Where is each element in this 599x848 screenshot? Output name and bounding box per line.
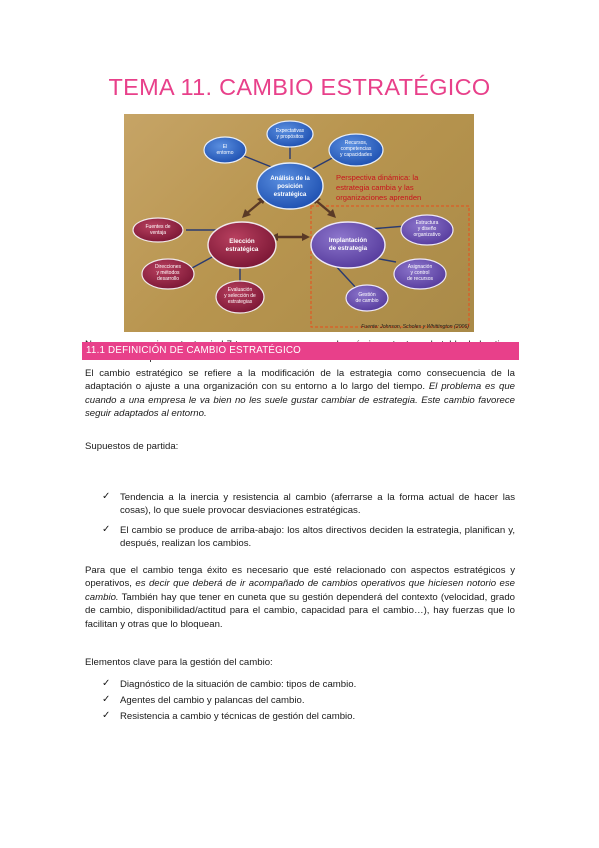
check-icon: ✓	[102, 710, 111, 721]
dynamic-perspective-frame	[310, 205, 470, 328]
connector-lines	[186, 144, 407, 291]
svg-text:Estructura: Estructura	[416, 220, 439, 226]
node-analisis	[256, 162, 324, 210]
svg-text:Gestión: Gestión	[358, 292, 375, 298]
strategy-diagram-svg: Expectativas y propósitos El entorno Rec…	[132, 120, 470, 330]
svg-text:Evaluación: Evaluación	[228, 287, 253, 293]
supuestos-label: Supuestos de partida:	[85, 441, 179, 452]
perspective-note: Perspectiva dinámica: la estrategia camb…	[336, 173, 421, 202]
svg-text:y capacidades: y capacidades	[340, 152, 372, 158]
svg-text:organizaciones aprenden: organizaciones aprenden	[336, 193, 421, 202]
success-text-1: Para que el cambio tenga éxito es necesa…	[85, 565, 515, 590]
node-recursos	[328, 133, 384, 167]
strategy-diagram: Expectativas y propósitos El entorno Rec…	[124, 114, 474, 332]
svg-text:y propósitos: y propósitos	[277, 134, 304, 140]
node-eleccion	[207, 221, 277, 269]
elementos-label: Elementos clave para la gestión del camb…	[85, 657, 273, 668]
svg-text:Fuentes de: Fuentes de	[145, 224, 170, 230]
check-icon: ✓	[102, 524, 111, 535]
node-fuentes	[132, 217, 184, 243]
definition-italic: El problema es que cuando a una empresa …	[85, 381, 516, 420]
node-direcciones	[141, 258, 195, 290]
definition-paragraph: El cambio estratégico se refiere a la mo…	[85, 367, 515, 421]
svg-text:ventaja: ventaja	[150, 230, 166, 236]
svg-text:y control: y control	[411, 270, 430, 276]
svg-text:El: El	[223, 144, 227, 150]
svg-text:estratégica: estratégica	[226, 246, 259, 253]
supuesto-item-2: El cambio se produce de arriba-abajo: lo…	[120, 525, 515, 550]
svg-text:competencias: competencias	[341, 146, 372, 152]
page-title: TEMA 11. CAMBIO ESTRATÉGICO	[108, 74, 491, 100]
node-implantacion	[310, 221, 386, 269]
check-icon: ✓	[102, 694, 111, 705]
supuesto-item-1: Tendencia a la inercia y resistencia al …	[120, 492, 515, 517]
success-italic: es decir que deberá de ir acompañado de …	[85, 578, 515, 603]
svg-text:de recursos: de recursos	[407, 276, 434, 282]
svg-text:y diseño: y diseño	[418, 226, 437, 232]
definition-text: El cambio estratégico se refiere a la mo…	[85, 368, 515, 393]
svg-text:estrategias: estrategias	[228, 299, 253, 305]
svg-text:posición: posición	[277, 183, 303, 190]
svg-text:estratégica: estratégica	[274, 191, 307, 198]
elemento-item-3: Resistencia a cambio y técnicas de gesti…	[120, 711, 356, 722]
check-icon: ✓	[102, 678, 111, 689]
svg-text:desarrollo: desarrollo	[157, 276, 179, 282]
svg-text:organizativo: organizativo	[414, 232, 441, 238]
node-asignacion	[393, 258, 447, 290]
check-icon: ✓	[102, 491, 111, 502]
svg-text:y selección de: y selección de	[224, 293, 256, 299]
svg-text:Recursos,: Recursos,	[345, 140, 368, 146]
svg-text:Expectativas: Expectativas	[276, 128, 305, 134]
elemento-item-1: Diagnóstico de la situación de cambio: t…	[120, 679, 357, 690]
svg-text:Implantación: Implantación	[329, 237, 367, 244]
svg-text:Asignación: Asignación	[408, 264, 433, 270]
svg-text:de cambio: de cambio	[355, 298, 378, 304]
elemento-item-2: Agentes del cambio y palancas del cambio…	[120, 695, 305, 706]
figure-credit: Fuente: Johnson, Scholes y Whittington (…	[361, 324, 469, 330]
node-gestion	[345, 284, 389, 312]
node-estructura	[400, 214, 454, 246]
success-paragraph: Para que el cambio tenga éxito es necesa…	[85, 564, 515, 631]
svg-text:de estrategia: de estrategia	[329, 245, 368, 252]
success-text-2: También hay que tener en cuneta que su g…	[85, 591, 515, 630]
node-entorno	[203, 136, 247, 164]
node-evaluacion	[215, 280, 265, 314]
svg-text:Elección: Elección	[229, 238, 255, 245]
section-heading: 11.1 DEFINICIÓN DE CAMBIO ESTRATÉGICO	[82, 342, 519, 360]
svg-text:estrategia cambia y las: estrategia cambia y las	[336, 183, 414, 192]
svg-text:Perspectiva dinámica: la: Perspectiva dinámica: la	[336, 173, 419, 182]
node-expectativas	[266, 120, 314, 148]
svg-text:y métodos: y métodos	[156, 270, 180, 276]
svg-text:Direcciones: Direcciones	[155, 264, 182, 270]
svg-text:Análisis de la: Análisis de la	[270, 175, 310, 182]
svg-text:entorno: entorno	[217, 150, 234, 156]
